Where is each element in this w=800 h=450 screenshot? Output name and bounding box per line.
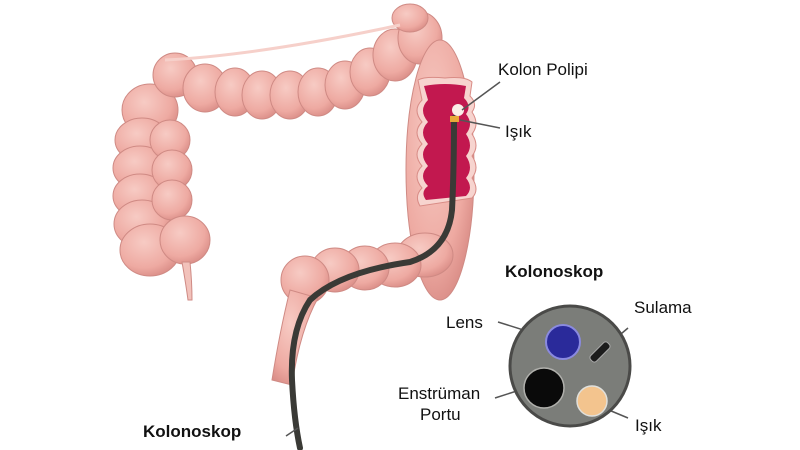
label-irrigation: Sulama xyxy=(634,298,692,317)
label-scope-bottom: Kolonoskop xyxy=(143,422,242,441)
instrument-port-icon xyxy=(523,367,565,409)
label-polyp: Kolon Polipi xyxy=(498,60,588,79)
label-instrument-port-2: Portu xyxy=(420,405,461,424)
light-icon xyxy=(576,385,608,417)
label-scope-title: Kolonoskop xyxy=(505,262,604,281)
colon-interior xyxy=(416,76,477,207)
polyp xyxy=(452,104,464,116)
colonoscope-head xyxy=(508,304,632,428)
lens-icon xyxy=(545,324,581,360)
irrigation-icon xyxy=(589,341,611,363)
label-instrument-port-1: Enstrüman xyxy=(398,384,481,403)
label-lens: Lens xyxy=(446,313,483,332)
scope-light xyxy=(450,116,459,122)
label-light-top: Işık xyxy=(505,122,532,141)
colonoscope-tube xyxy=(288,115,457,450)
label-light-bottom: Işık xyxy=(635,416,662,435)
